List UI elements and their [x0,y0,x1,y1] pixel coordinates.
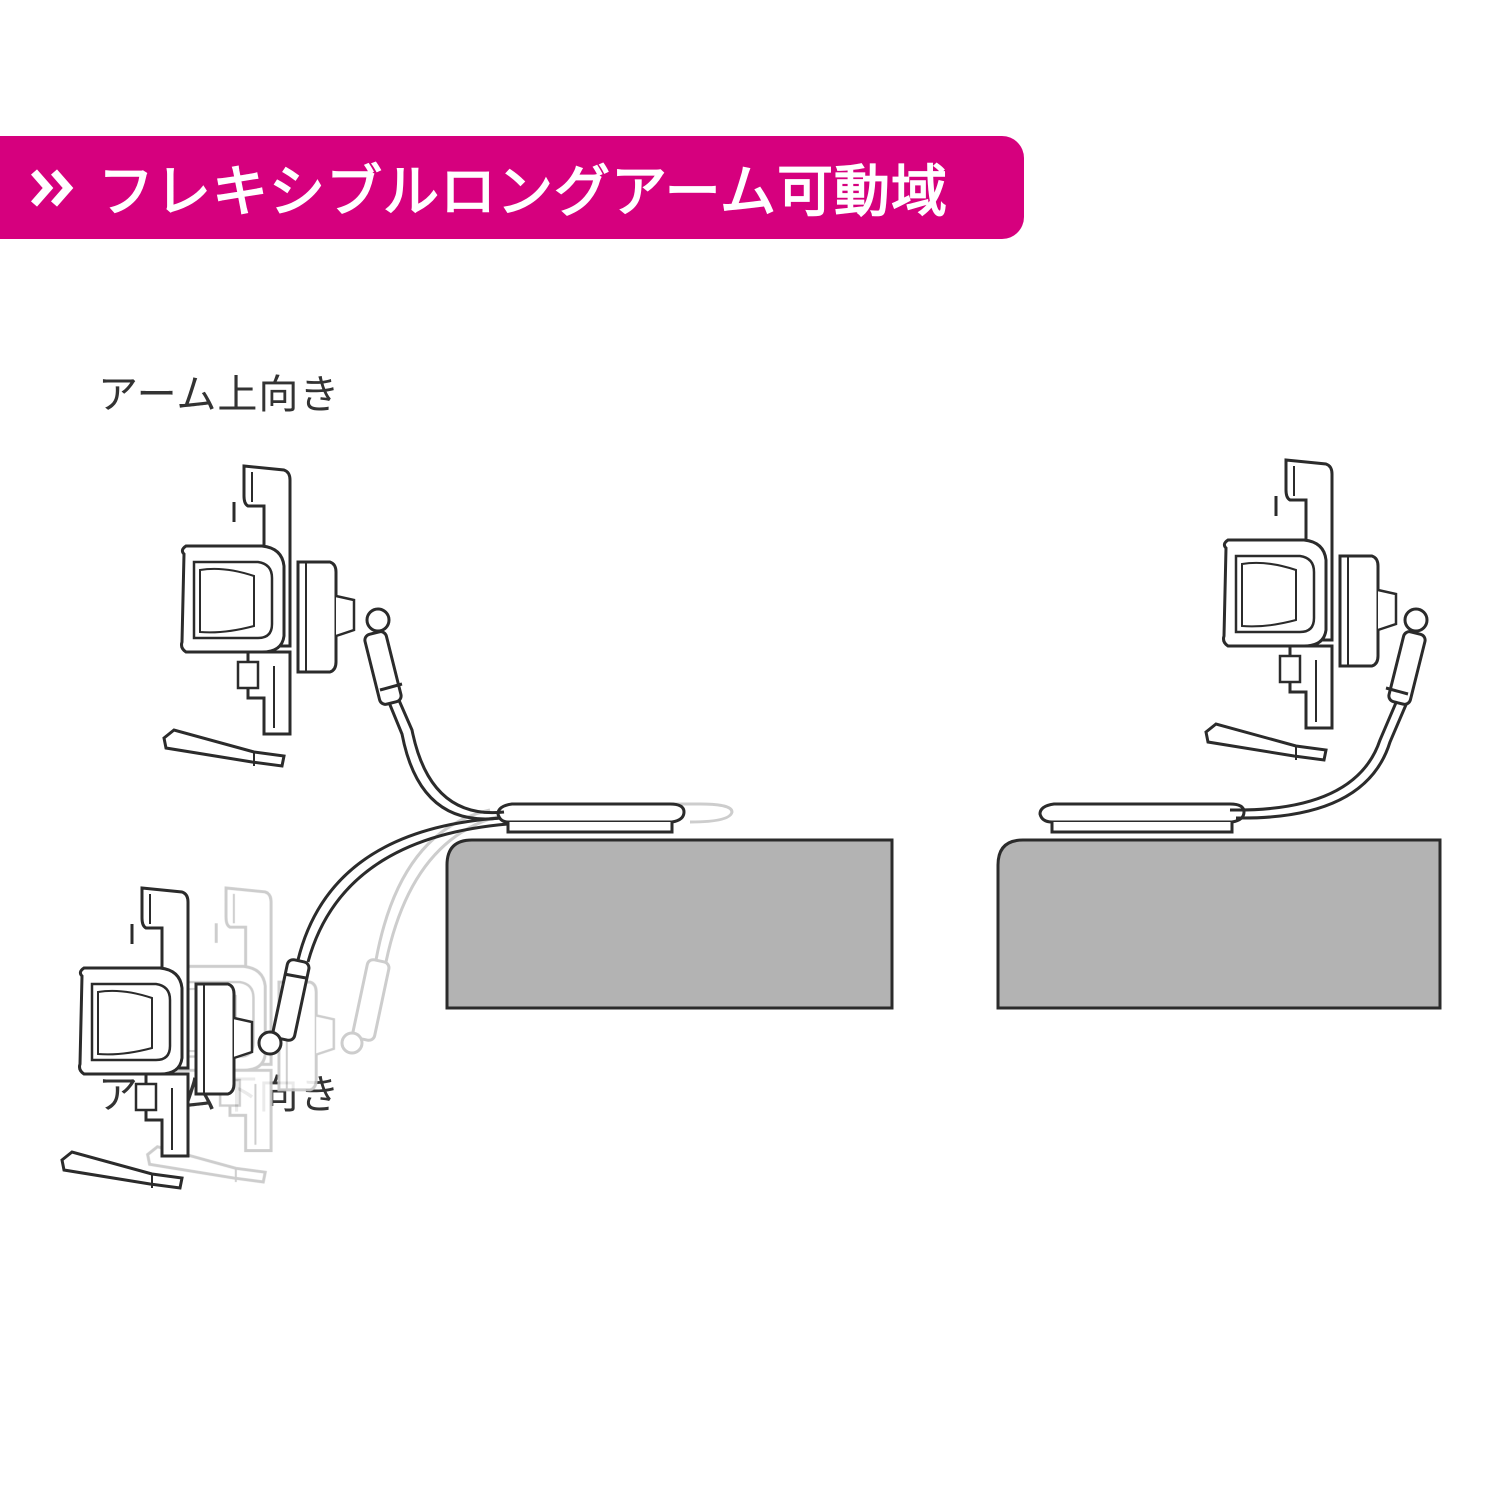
suction-base-right [1038,802,1246,824]
suction-base-left [496,802,686,824]
double-chevron-right-icon [30,166,76,210]
page-title: フレキシブルロングアーム可動域 [98,160,948,225]
ghost-arm-positions [146,802,734,1184]
phone-holder-right [1204,458,1398,762]
arm-up-label: アーム上向き [98,372,341,418]
title-banner: フレキシブルロングアーム可動域 [0,136,1024,239]
phone-holder-up [162,464,356,768]
flex-arm-right [1229,697,1400,812]
flex-arm-up [396,697,505,815]
desk-left [445,838,894,1010]
flex-arm-down [296,816,501,961]
desk-right [996,838,1442,1010]
phone-holder-down [60,886,254,1190]
